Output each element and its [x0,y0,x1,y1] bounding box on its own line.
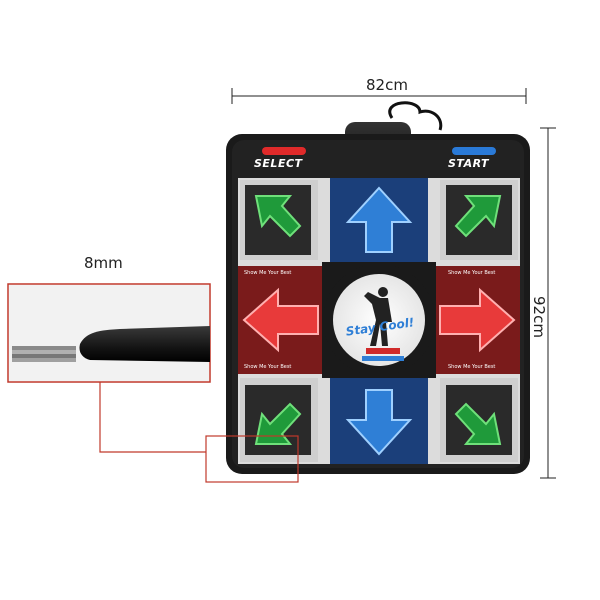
width-label: 82cm [366,76,408,94]
dance-mat [226,134,530,474]
slogan-right-bottom: Show Me Your Best [448,364,496,370]
arrow-down-right[interactable] [446,385,512,455]
width-dimension [231,88,527,104]
thickness-callout [7,283,299,483]
coin-stack [12,346,76,362]
height-dimension [540,127,556,479]
dancer-figure [362,287,404,361]
height-label: 92cm [530,296,548,338]
arrow-down[interactable] [345,389,413,456]
select-label: SELECT [254,157,303,170]
start-label: START [448,157,490,170]
slogan-right-top: Show Me Your Best [448,270,496,276]
arrow-right[interactable] [439,287,516,353]
start-button[interactable] [452,147,496,155]
arrow-left[interactable] [242,287,319,353]
mat-edge-sample [79,326,211,362]
thickness-label: 8mm [84,254,123,272]
arrow-up-right[interactable] [446,185,512,255]
arrow-up[interactable] [345,186,413,253]
arrow-up-left[interactable] [245,185,311,255]
select-button[interactable] [262,147,306,155]
arrow-down-left[interactable] [245,385,311,455]
slogan-left-bottom: Show Me Your Best [244,364,292,370]
slogan-left-top: Show Me Your Best [244,270,292,276]
